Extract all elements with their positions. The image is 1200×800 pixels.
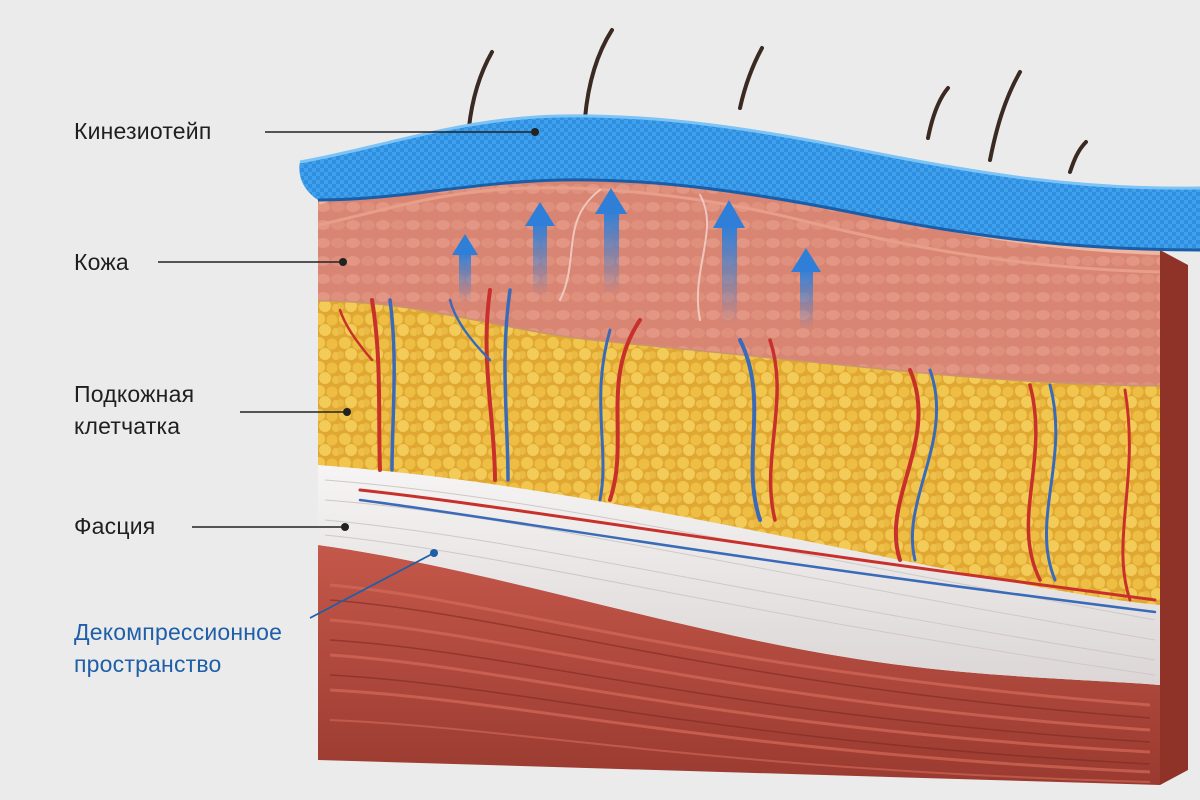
leader-dot-tape bbox=[531, 128, 539, 136]
leader-dot-skin bbox=[339, 258, 347, 266]
label-subcutaneous-line2: клетчатка bbox=[74, 413, 180, 439]
label-decompression-space: Декомпрессионное пространство bbox=[74, 616, 282, 680]
label-skin: Кожа bbox=[74, 246, 129, 278]
label-subcutaneous-line1: Подкожная bbox=[74, 381, 194, 407]
leader-dot-subcutaneous bbox=[343, 408, 351, 416]
label-kinesio-tape: Кинезиотейп bbox=[74, 115, 211, 147]
label-fascia: Фасция bbox=[74, 510, 155, 542]
hair-icon bbox=[990, 72, 1020, 160]
leader-dot-decompression bbox=[430, 549, 438, 557]
label-subcutaneous-tissue: Подкожная клетчатка bbox=[74, 378, 194, 442]
hair-icon bbox=[928, 88, 948, 138]
label-decompression-line2: пространство bbox=[74, 651, 222, 677]
hair-icon bbox=[740, 48, 762, 108]
hair-icon bbox=[1070, 142, 1086, 172]
hair-icon bbox=[585, 30, 612, 118]
leader-dot-fascia bbox=[341, 523, 349, 531]
label-decompression-line1: Декомпрессионное bbox=[74, 619, 282, 645]
block-side-face bbox=[1160, 250, 1188, 785]
